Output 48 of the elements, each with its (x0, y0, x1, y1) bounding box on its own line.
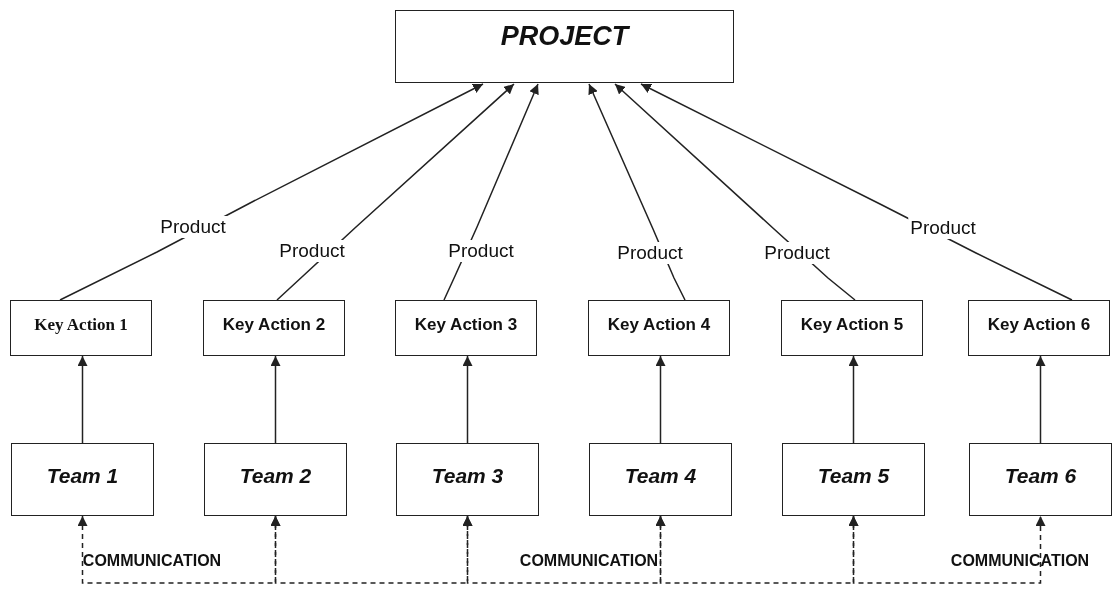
node-label: Key Action 3 (414, 315, 518, 336)
node-label: Team 3 (431, 464, 504, 489)
annotation-text: COMMUNICATION (518, 552, 660, 570)
node-label: Team 2 (239, 464, 312, 489)
process-box (203, 300, 345, 356)
process-box (782, 443, 925, 516)
process-box (588, 300, 730, 356)
node-label: Key Action 2 (222, 315, 326, 336)
node-label: Team 1 (46, 464, 119, 489)
dashed-arrow (848, 515, 1046, 584)
node-label: Team 6 (1004, 464, 1077, 489)
process-box (396, 443, 539, 516)
process-box (589, 443, 732, 516)
node-label: Key Action 1 (34, 315, 128, 336)
node-label: Team 5 (817, 464, 890, 489)
arrow (848, 355, 859, 444)
arrow (270, 355, 281, 444)
node-label: Key Action 5 (800, 315, 904, 336)
arrow (276, 83, 515, 301)
arrow (588, 83, 686, 301)
edge-label: Product (762, 242, 832, 264)
arrow (77, 355, 88, 444)
node-label: Team 4 (624, 464, 697, 489)
arrow (640, 83, 1073, 301)
annotation-text: COMMUNICATION (949, 552, 1091, 570)
annotation-text: COMMUNICATION (81, 552, 223, 570)
node-label: Key Action 4 (607, 315, 711, 336)
edge-label: Product (446, 240, 516, 262)
process-box (204, 443, 347, 516)
node-label: Key Action 6 (987, 315, 1091, 336)
arrow (462, 355, 473, 444)
process-box (969, 443, 1112, 516)
arrow (59, 83, 484, 301)
process-box (10, 300, 152, 356)
edge-label: Product (277, 240, 347, 262)
arrow (1035, 355, 1046, 444)
node-label: PROJECT (500, 21, 629, 53)
process-box (11, 443, 154, 516)
process-box (968, 300, 1110, 356)
edge-label: Product (615, 242, 685, 264)
arrow (443, 83, 539, 301)
arrow (614, 83, 856, 301)
edge-label: Product (908, 217, 978, 239)
arrow (655, 355, 666, 444)
process-box (395, 300, 537, 356)
edge-label: Product (158, 216, 228, 238)
project-box (395, 10, 734, 83)
process-box (781, 300, 923, 356)
